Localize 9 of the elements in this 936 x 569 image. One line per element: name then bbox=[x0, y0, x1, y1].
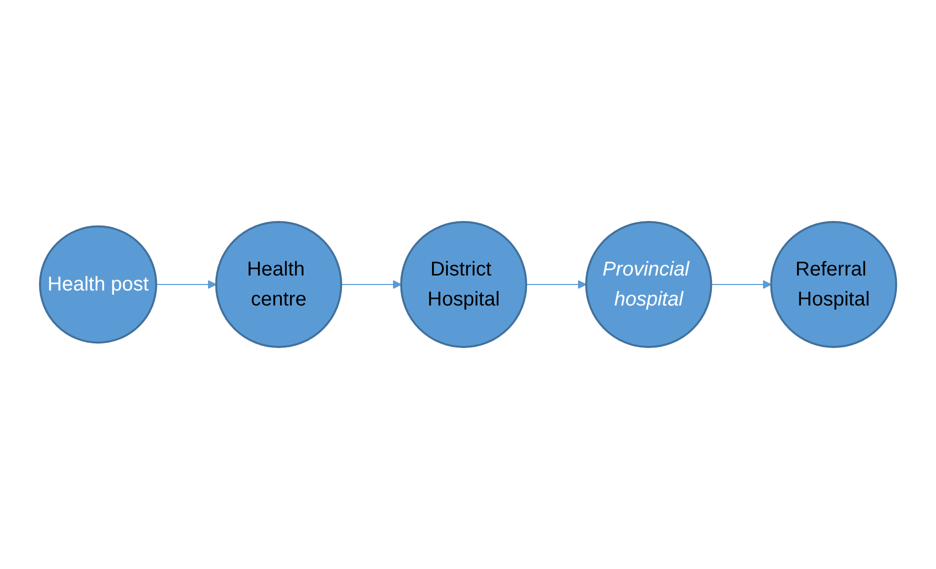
node-circle: District Hospital bbox=[400, 221, 528, 348]
node-circle: Health centre bbox=[215, 221, 342, 348]
arrow bbox=[156, 280, 216, 289]
node-circle: Provincial hospital bbox=[585, 221, 712, 348]
arrow bbox=[526, 280, 586, 289]
node-circle: Health post bbox=[38, 225, 158, 344]
node-circle: Referral Hospital bbox=[770, 221, 898, 348]
arrow bbox=[340, 280, 402, 289]
arrow bbox=[710, 280, 772, 289]
